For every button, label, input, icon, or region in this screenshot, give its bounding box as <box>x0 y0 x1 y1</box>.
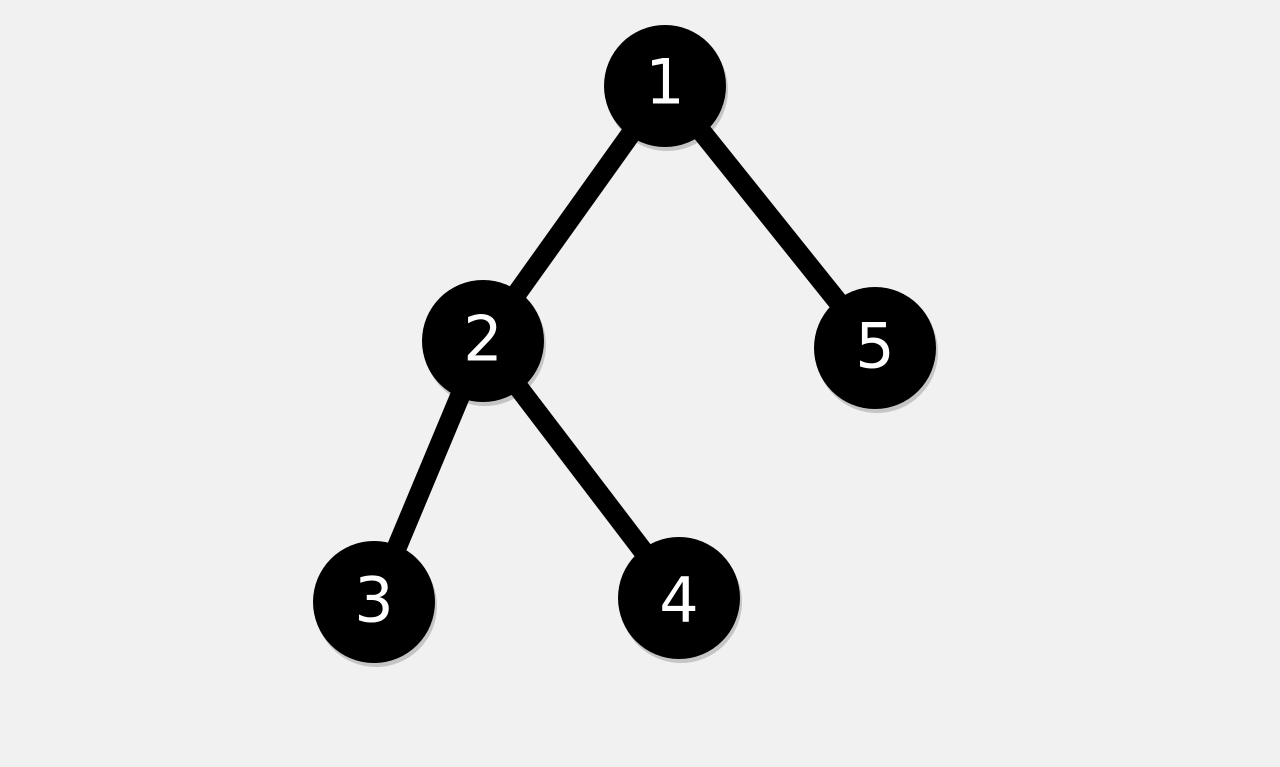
node-3: 3 <box>313 541 437 667</box>
node-3-circle <box>313 541 435 663</box>
node-2: 2 <box>422 280 546 406</box>
node-1-label: 1 <box>645 46 684 119</box>
node-3-label: 3 <box>354 564 393 637</box>
node-1-circle <box>604 25 726 147</box>
node-4: 4 <box>618 537 742 663</box>
node-4-label: 4 <box>659 564 698 637</box>
node-5-circle <box>814 287 936 409</box>
node-2-circle <box>422 280 544 402</box>
node-1: 1 <box>604 25 728 151</box>
node-5: 5 <box>814 287 938 413</box>
node-5-label: 5 <box>855 310 894 383</box>
node-2-label: 2 <box>463 303 502 376</box>
node-4-circle <box>618 537 740 659</box>
